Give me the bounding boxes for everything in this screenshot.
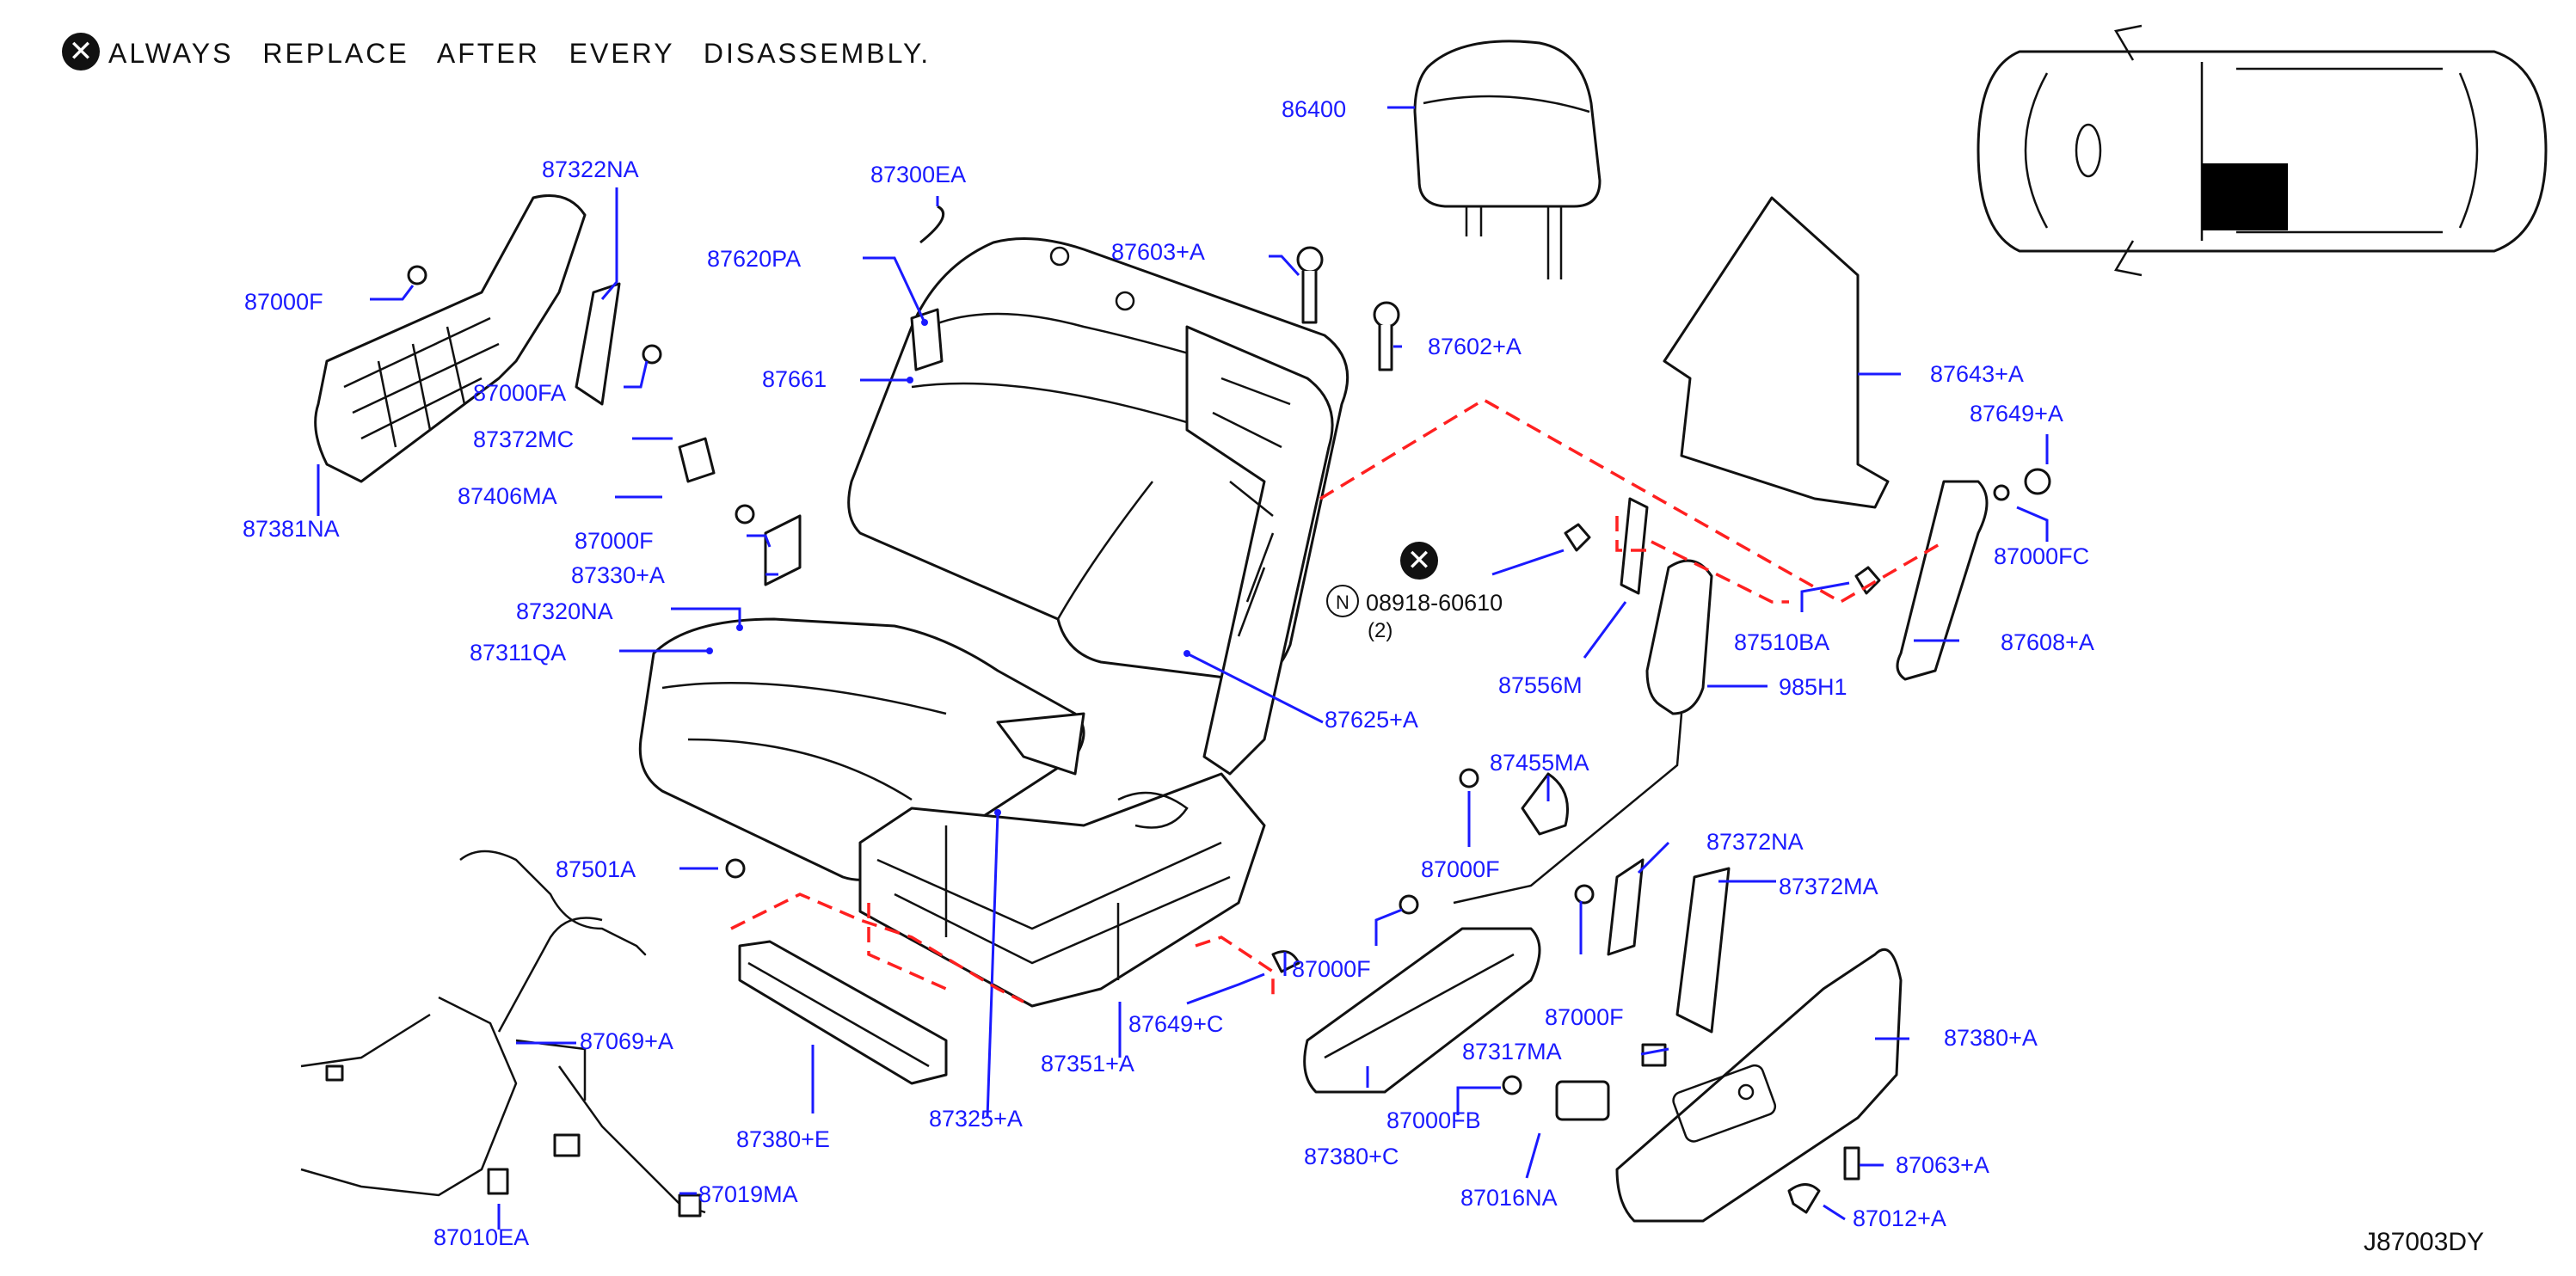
part-label[interactable]: 87455MA [1490,750,1589,776]
seat-back-frame [1185,325,1334,776]
part-label[interactable]: 87000FB [1386,1107,1481,1133]
part-label[interactable]: 87620PA [707,246,802,272]
part-label[interactable]: 87012+A [1853,1205,1946,1231]
part-label[interactable]: 87000F [1292,956,1371,982]
part-label[interactable]: 985H1 [1779,674,1847,700]
part-label[interactable]: 87000F [1421,856,1500,882]
part-label[interactable]: 87643+A [1930,361,2024,387]
part-label[interactable]: 87602+A [1428,334,1522,359]
part-label[interactable]: 87661 [762,366,827,392]
vehicle-location-icon [1977,24,2548,277]
front-rail-cover [738,940,948,1085]
part-label[interactable]: 87625+A [1325,707,1418,733]
back-side-trim [1896,480,1989,681]
part-label[interactable]: 87351+A [1041,1051,1134,1077]
part-label[interactable]: 87320NA [516,598,613,624]
part-label[interactable]: 87510BA [1734,629,1830,655]
side-airbag-module [1453,559,1713,905]
part-label[interactable]: 87010EA [433,1224,530,1250]
part-label[interactable]: 87000F [1545,1004,1624,1030]
x-circle-icon: ✕ [1400,542,1438,580]
seat-side-shield [1615,948,1903,1223]
reference-dashed-lines [730,397,1945,1003]
part-label[interactable]: 87649+A [1970,401,2063,426]
part-label[interactable]: 87317MA [1462,1039,1562,1064]
part-label[interactable]: 87501A [556,856,636,882]
part-label[interactable]: 87608+A [2001,629,2094,655]
part-label[interactable]: 86400 [1282,96,1347,122]
diagram-id: J87003DY [2364,1228,2485,1256]
part-label[interactable]: 87406MA [458,483,557,509]
seat-back-board [1663,196,1890,509]
part-label[interactable]: 87019MA [698,1181,798,1207]
part-label[interactable]: 87372MA [1779,874,1878,899]
part-label[interactable]: 87322NA [542,156,639,182]
part-label[interactable]: 87311QA [470,640,567,666]
part-label[interactable]: 87649+C [1128,1011,1224,1037]
back-side-cover [314,194,587,483]
part-label[interactable]: 87000F [575,528,654,554]
part-label[interactable]: 87069+A [580,1028,673,1054]
part-label[interactable]: 87000FA [473,380,567,406]
leader-lines [317,106,2049,1230]
inner-side-cover [1303,927,1541,1094]
part-label[interactable]: 87372MC [473,426,575,452]
part-label[interactable]: 87380+A [1944,1025,2038,1051]
part-label[interactable]: 87016NA [1460,1185,1558,1211]
part-label[interactable]: 87556M [1498,672,1583,698]
part-label[interactable]: 87380+E [736,1126,830,1152]
part-label[interactable]: 87372NA [1706,829,1804,855]
part-label[interactable]: 87381NA [243,516,340,542]
part-label[interactable]: 87300EA [870,162,967,187]
seat-frame-base [858,772,1266,1008]
part-label[interactable]: 87000F [244,289,323,315]
replacement-note: ALWAYS REPLACE AFTER EVERY DISASSEMBLY. [108,38,931,69]
nut-symbol: N [1326,585,1359,617]
part-label[interactable]: 87063+A [1896,1152,1989,1178]
headrest [1413,40,1602,279]
x-circle-icon: ✕ [62,33,100,71]
nut-number: 08918-60610 [1366,590,1503,616]
part-label[interactable]: 87330+A [571,562,665,588]
part-label[interactable]: 87325+A [929,1106,1023,1132]
part-label[interactable]: 87380+C [1304,1144,1399,1169]
wire-harness [300,850,706,1218]
part-label[interactable]: 87000FC [1994,543,2090,569]
nut-quantity: (2) [1368,619,1393,642]
small-parts [407,205,2051,1214]
part-label[interactable]: 87603+A [1111,239,1205,265]
